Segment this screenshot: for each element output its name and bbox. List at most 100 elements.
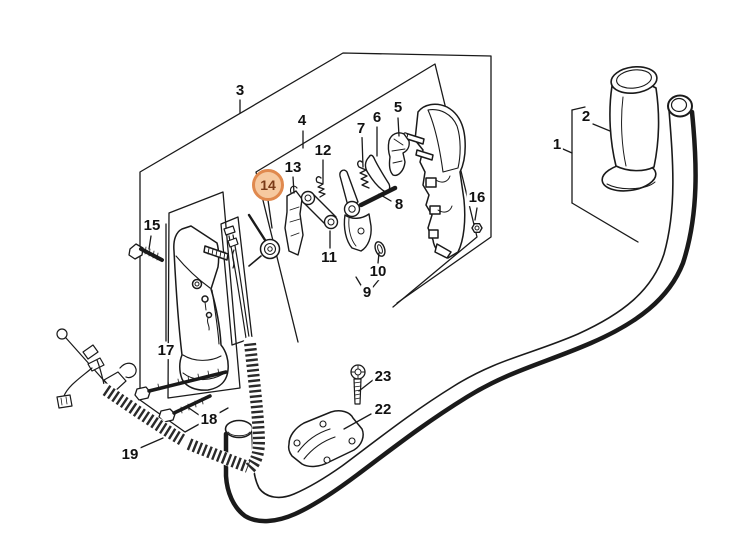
part-11-boss-b-hole [327, 218, 335, 226]
leader-line-15 [148, 235, 152, 250]
part-8-end-b [393, 186, 397, 190]
part-label-8[interactable]: 8 [392, 196, 406, 214]
handle-front-line [211, 289, 220, 345]
part-label-5[interactable]: 5 [391, 99, 405, 117]
grip-flare-shade [606, 181, 656, 190]
harness-connector-3-pins [60, 396, 68, 406]
harness-wire-loop [63, 367, 93, 397]
part-label-16[interactable]: 16 [466, 189, 488, 207]
handle-facet-line [175, 255, 211, 289]
part-label-6[interactable]: 6 [370, 109, 384, 127]
harness-connector-3 [56, 394, 73, 409]
part-11-boss-b [323, 214, 339, 230]
loom-coil-2 [186, 438, 251, 473]
part-label-22[interactable]: 22 [372, 401, 394, 419]
clamp-hole-4 [323, 456, 331, 464]
part-14-spring-coil [259, 238, 281, 260]
part-label-13[interactable]: 13 [282, 159, 304, 177]
leader-line-13 [292, 176, 295, 194]
handle-boss [191, 278, 203, 290]
part-label-17[interactable]: 17 [155, 342, 177, 360]
part-label-23[interactable]: 23 [372, 368, 394, 386]
trigger-handle-housing [173, 225, 229, 391]
part-label-15[interactable]: 15 [141, 217, 163, 235]
bolt-18-head [158, 408, 176, 423]
leader-line-16 [474, 207, 478, 221]
loom-coil-1 [102, 385, 188, 447]
harness-wire-long [65, 337, 108, 385]
tube-stub-shade [227, 431, 251, 437]
handle-screw-a [201, 295, 209, 303]
part-11-boss-a-hole [304, 194, 312, 202]
tube-lower-edge [223, 109, 698, 524]
group-box-4 [255, 63, 478, 343]
group-box-17 [167, 191, 241, 399]
part-9-pivot [343, 200, 361, 218]
screw-23-head-slots [350, 364, 366, 380]
leader-line-8 [378, 193, 392, 202]
clamp-hole-3 [348, 437, 356, 445]
part-label-3[interactable]: 3 [233, 82, 247, 100]
part-label-11[interactable]: 11 [319, 249, 339, 267]
part-label-2[interactable]: 2 [579, 108, 593, 126]
part-9-body-facet [348, 217, 357, 247]
clamp-plate [287, 410, 364, 468]
part-9-body-hole [357, 227, 365, 235]
part-16-nut-hole [474, 225, 480, 231]
cable-adjuster-threads [207, 247, 226, 259]
part-9-trigger-arm [339, 169, 359, 207]
part-5-bracket [387, 132, 410, 177]
part-label-4[interactable]: 4 [295, 112, 309, 130]
leader-line-22 [343, 413, 372, 430]
part-label-7[interactable]: 7 [354, 120, 368, 138]
screw-15-threads [144, 246, 159, 261]
handle-screw-b [205, 311, 213, 319]
part-10-ring [374, 241, 386, 257]
switch-housing-shell [402, 103, 466, 259]
wiring-harness [56, 328, 137, 409]
shell-bottom-tab [434, 243, 452, 259]
part-label-12[interactable]: 12 [312, 142, 334, 160]
handle-screw-a-shaft [204, 301, 207, 311]
screws [128, 243, 366, 423]
cable-connector-2 [227, 237, 239, 248]
clamp-saddle-2 [303, 436, 336, 460]
harness-connector-1 [82, 344, 99, 360]
clamp-hole-2 [319, 420, 327, 428]
leader-line-7 [361, 136, 364, 168]
grip-cap-inner [616, 69, 652, 89]
bolt-long-head [134, 386, 151, 401]
part-8-end-a [359, 203, 363, 207]
screw-15-shaft [139, 247, 164, 262]
bolt-18-shaft [172, 394, 212, 415]
cable-curl [231, 249, 235, 269]
bolt-long-shaft [147, 370, 228, 393]
part-6-link [364, 154, 391, 193]
part-7-spring [357, 160, 370, 189]
part-11-boss-a [300, 190, 316, 206]
leader-line-10 [377, 252, 380, 264]
corrugated-loom [99, 336, 266, 475]
part-label-9[interactable]: 9 [360, 284, 374, 302]
handle-outline [173, 225, 229, 391]
grip-body-highlight [621, 96, 627, 167]
handlebar-tube [223, 94, 698, 532]
screw-15-head [128, 243, 144, 260]
leader-lines [139, 99, 639, 449]
screw-23-threads [353, 381, 362, 400]
handle-flare-line [182, 354, 222, 361]
part-label-10[interactable]: 10 [367, 263, 389, 281]
bolt-long-threads [157, 368, 220, 391]
clamp-outline [287, 410, 364, 468]
part-label-19[interactable]: 19 [119, 446, 141, 464]
tube-open-end-inner [670, 97, 688, 113]
leader-line-14 [267, 199, 273, 229]
grip [601, 65, 660, 192]
leader-line-1 [562, 148, 573, 154]
part-label-14[interactable]: 14 [252, 169, 284, 201]
part-label-1[interactable]: 1 [550, 136, 564, 154]
part-label-18[interactable]: 18 [198, 411, 220, 429]
shell-cover-inner [427, 109, 461, 173]
part-9-pivot-hole [348, 205, 356, 213]
